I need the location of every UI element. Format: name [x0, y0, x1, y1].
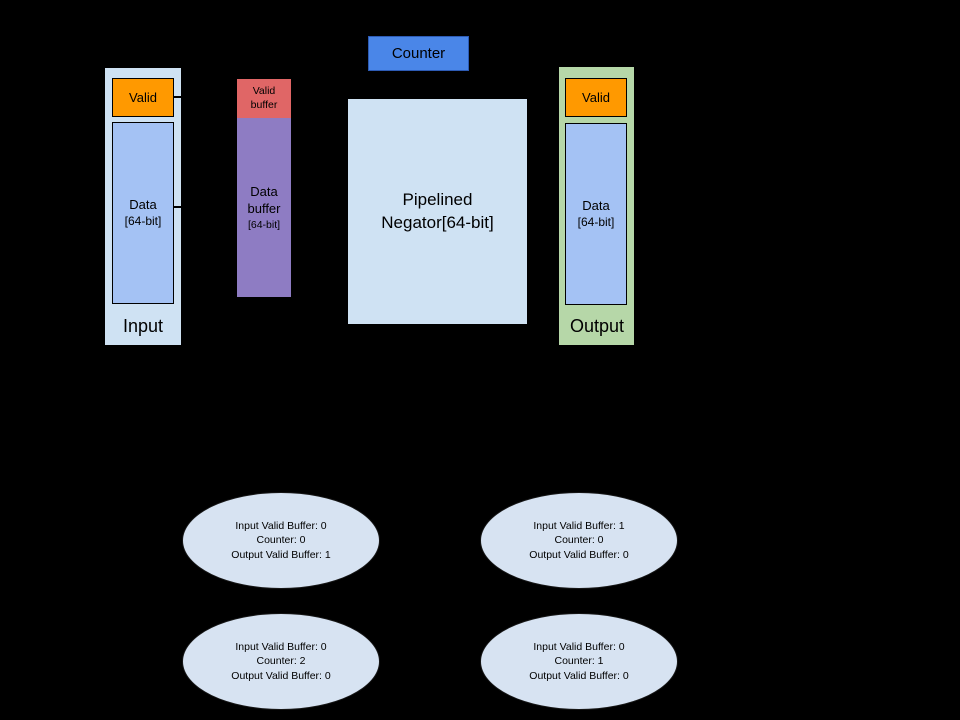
counter-block: Counter — [368, 36, 469, 71]
input-valid-label: Valid — [129, 90, 157, 105]
valid-buffer-block: Valid buffer — [237, 79, 291, 118]
input-data-width-label: [64-bit] — [124, 213, 162, 228]
data-buffer-block: Data buffer [64-bit] — [237, 118, 291, 297]
input-title: Input — [122, 315, 164, 336]
valid-wire-stub — [173, 96, 182, 98]
state-node: Input Valid Buffer: 0 Counter: 0 Output … — [182, 492, 380, 589]
input-data-block: Data [64-bit] — [112, 122, 174, 304]
output-title: Output — [569, 315, 625, 336]
output-data-block: Data [64-bit] — [565, 123, 627, 305]
state-node: Input Valid Buffer: 0 Counter: 2 Output … — [182, 613, 380, 710]
counter-label: Counter — [391, 45, 446, 62]
data-wire-stub — [173, 206, 182, 208]
pipelined-negator-block: Pipelined Negator[64-bit] — [348, 99, 527, 324]
output-valid-block: Valid — [565, 78, 627, 117]
input-valid-block: Valid — [112, 78, 174, 117]
state-node: Input Valid Buffer: 0 Counter: 1 Output … — [480, 613, 678, 710]
output-valid-label: Valid — [582, 90, 610, 105]
input-data-label: Data — [129, 196, 157, 212]
output-data-label: Data — [582, 197, 610, 213]
state-node: Input Valid Buffer: 1 Counter: 0 Output … — [480, 492, 678, 589]
output-data-width-label: [64-bit] — [577, 214, 615, 229]
